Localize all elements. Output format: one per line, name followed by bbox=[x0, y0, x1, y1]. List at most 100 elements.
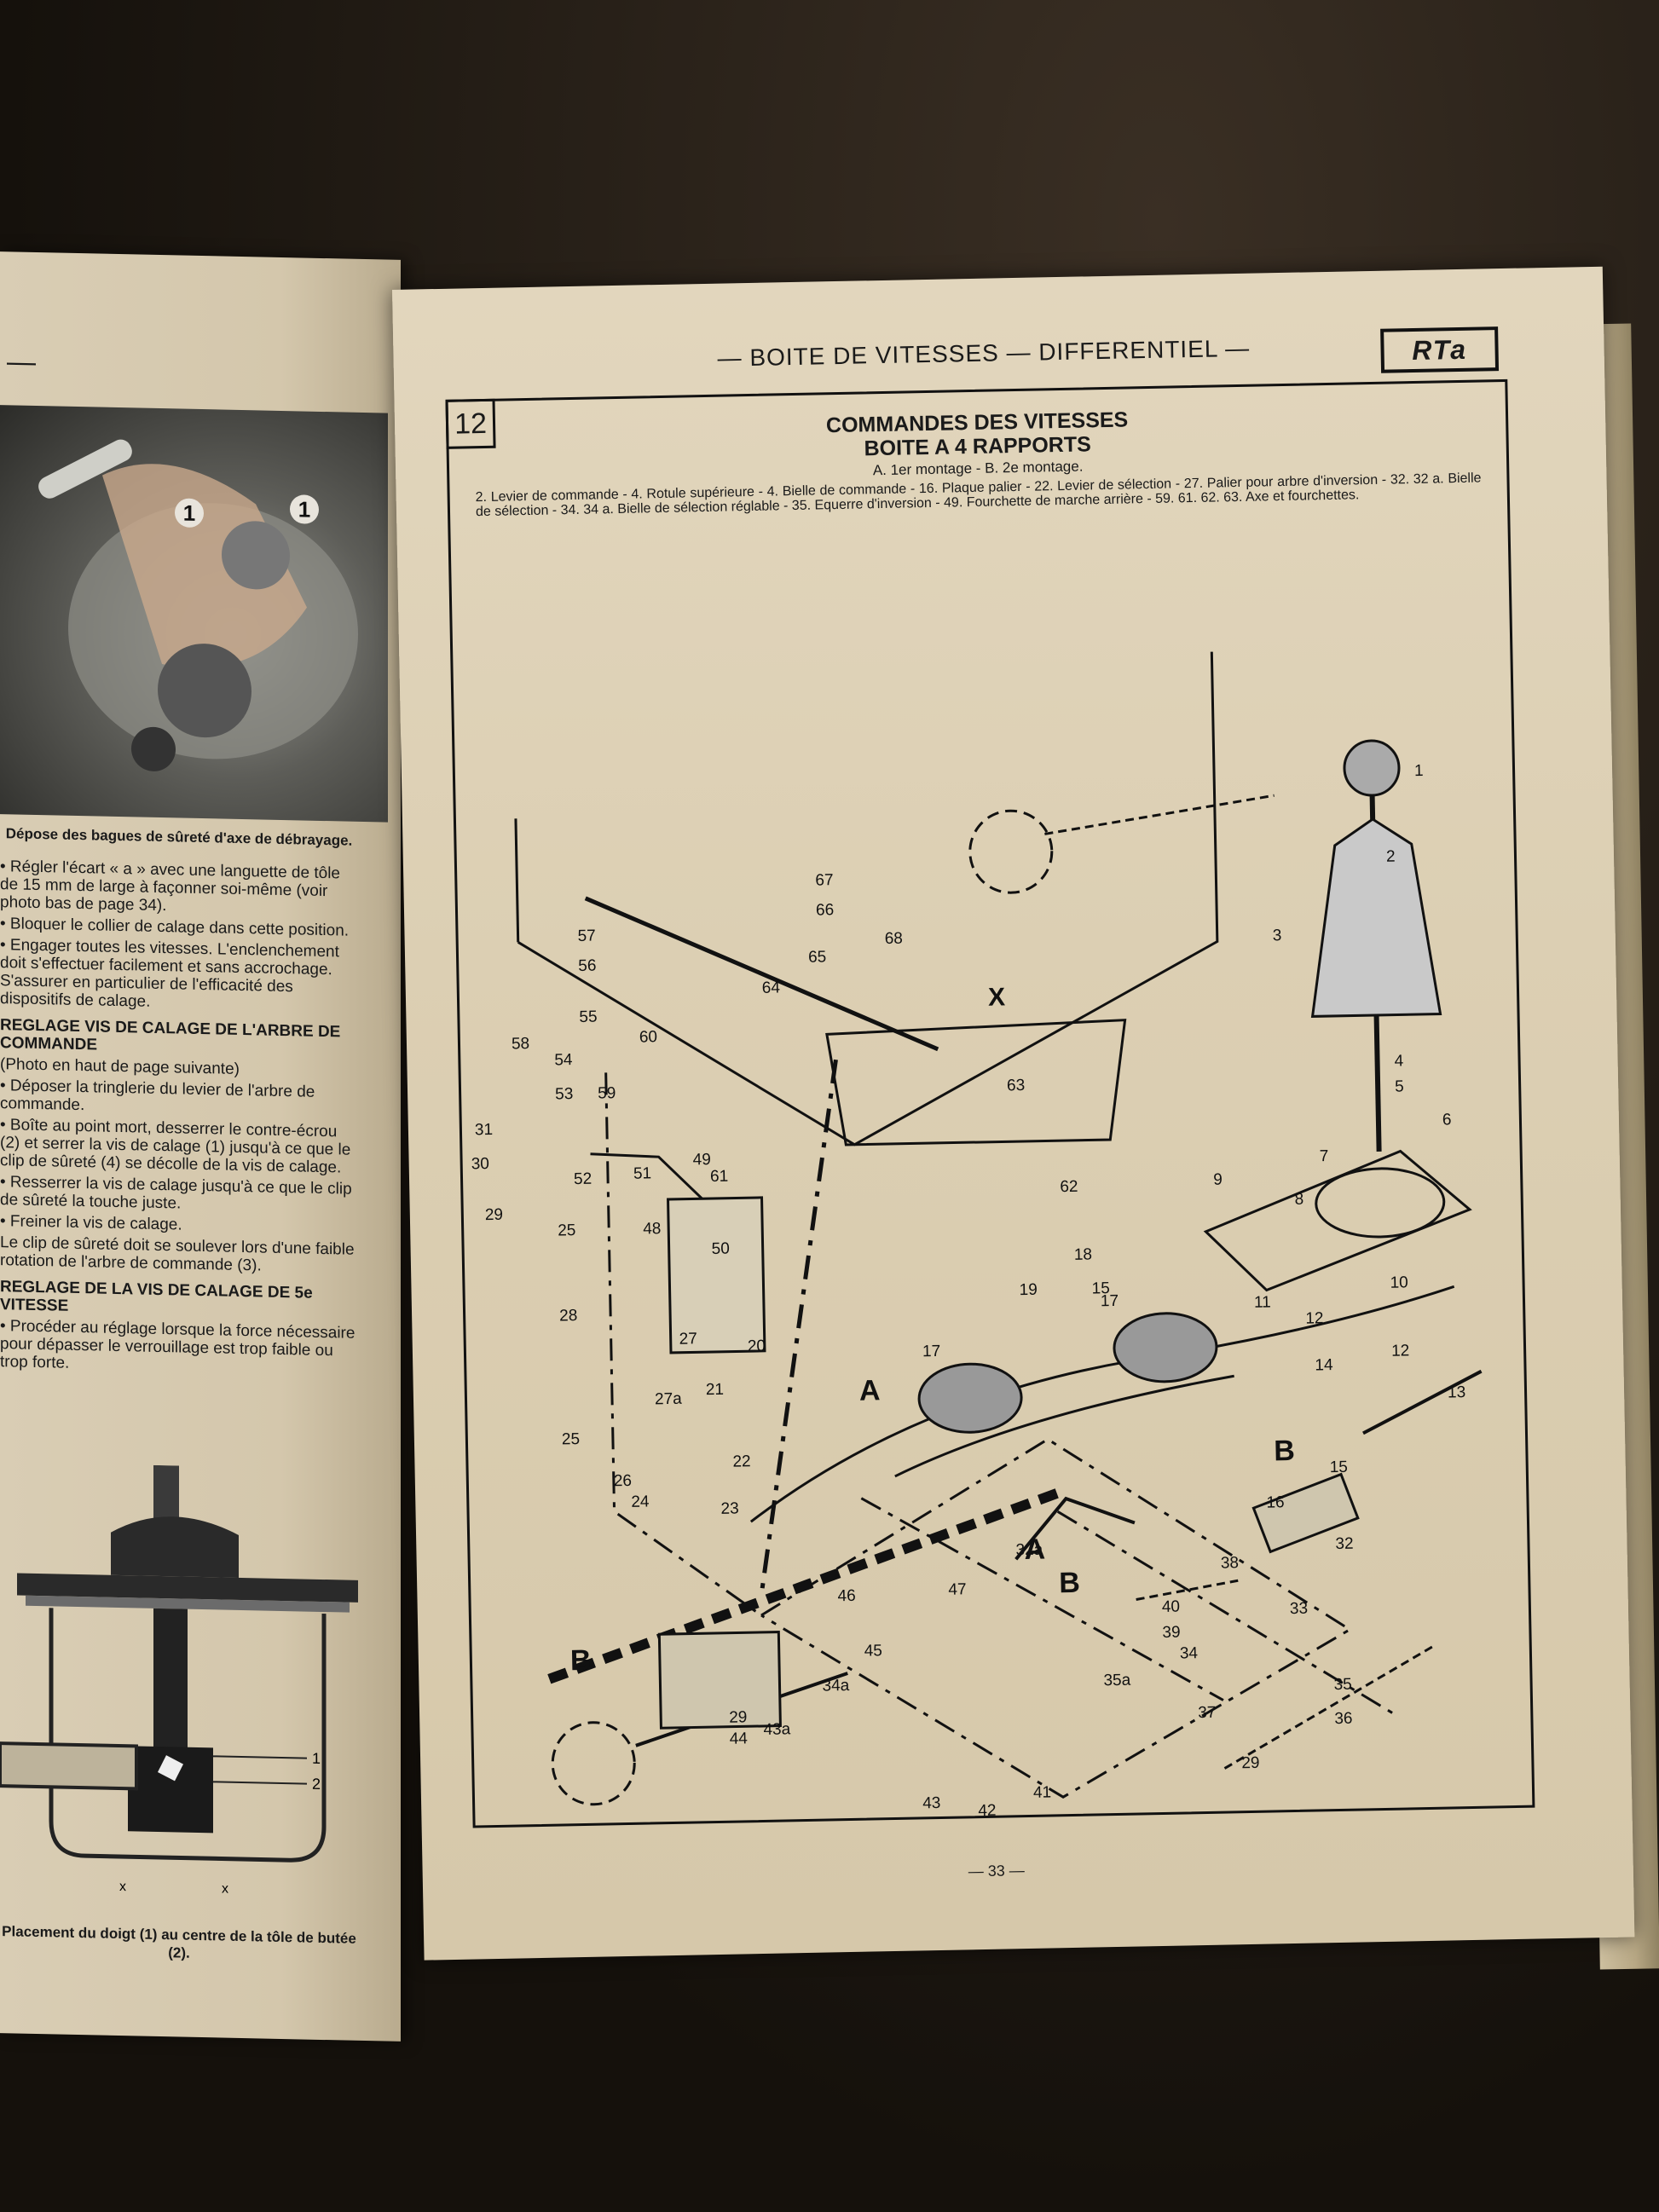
part-label-32: 32 bbox=[1335, 1535, 1354, 1553]
part-label-37: 37 bbox=[1198, 1704, 1217, 1722]
part-label-22: 22 bbox=[732, 1453, 751, 1470]
paragraph-3: • Engager toutes les vitesses. L'enclenc… bbox=[0, 936, 339, 1011]
left-header-dash: — bbox=[7, 345, 36, 378]
part-label-15: 15 bbox=[1330, 1458, 1349, 1476]
part-label-60: 60 bbox=[639, 1028, 658, 1046]
paragraph-1: • Régler l'écart « a » avec une languett… bbox=[0, 858, 340, 915]
part-label-X: X bbox=[663, 1825, 681, 1826]
photo-label-1a: 1 bbox=[175, 498, 204, 528]
part-label-16: 16 bbox=[1266, 1493, 1285, 1511]
photo-caption: Dépose des bagues de sûreté d'axe de déb… bbox=[5, 825, 353, 849]
rta-logo: RTa bbox=[1380, 326, 1500, 373]
part-label-48: 48 bbox=[643, 1220, 662, 1238]
part-label-A: A bbox=[859, 1374, 881, 1406]
part-label-25: 25 bbox=[562, 1430, 581, 1448]
part-label-40: 40 bbox=[1162, 1598, 1181, 1616]
part-label-17: 17 bbox=[1101, 1292, 1119, 1310]
section1-paragraph-1: • Déposer la tringlerie du levier de l'a… bbox=[0, 1077, 315, 1115]
part-label-14: 14 bbox=[1315, 1356, 1333, 1374]
part-label-4: 4 bbox=[1394, 1052, 1403, 1070]
part-label-35a: 35a bbox=[1103, 1672, 1131, 1690]
paragraph-2: • Bloquer le collier de calage dans cett… bbox=[0, 915, 350, 940]
part-label-42: 42 bbox=[978, 1802, 997, 1820]
part-label-29: 29 bbox=[485, 1206, 504, 1224]
part-labels: 1 2 3 4 5 6 7 8 9 10 11 12 12 13 14 15 1… bbox=[471, 762, 1466, 1826]
part-label-32a: 32a bbox=[1015, 1541, 1043, 1560]
left-page: — 1 1 Dépose des bagues de sûreté d'axe … bbox=[0, 251, 401, 2042]
part-label-31: 31 bbox=[475, 1121, 494, 1139]
section1-note: (Photo en haut de page suivante) bbox=[0, 1055, 240, 1078]
part-label-24: 24 bbox=[631, 1493, 650, 1510]
part-label-34a: 34a bbox=[822, 1677, 850, 1695]
part-label-49: 49 bbox=[692, 1151, 711, 1169]
part-label-47: 47 bbox=[948, 1580, 967, 1598]
part-label-20: 20 bbox=[748, 1337, 766, 1355]
part-label-6: 6 bbox=[1442, 1111, 1452, 1129]
part-label-B: B bbox=[1059, 1567, 1080, 1599]
section1-title: REGLAGE VIS DE CALAGE DE L'ARBRE DE COMM… bbox=[0, 1016, 341, 1054]
section2-paragraph-1: • Procéder au réglage lorsque la force n… bbox=[0, 1317, 356, 1372]
part-label-33: 33 bbox=[1290, 1600, 1309, 1618]
part-label-68: 68 bbox=[885, 930, 904, 948]
part-label-38: 38 bbox=[1221, 1554, 1240, 1572]
part-label-50: 50 bbox=[711, 1240, 730, 1258]
part-label-29: 29 bbox=[1241, 1754, 1260, 1772]
part-label-55: 55 bbox=[579, 1008, 598, 1026]
part-label-58: 58 bbox=[512, 1035, 530, 1053]
part-label-18: 18 bbox=[1074, 1245, 1093, 1263]
part-label-17: 17 bbox=[922, 1343, 941, 1360]
part-label-35: 35 bbox=[1333, 1676, 1352, 1694]
section2-title: REGLAGE DE LA VIS DE CALAGE DE 5e VITESS… bbox=[0, 1278, 313, 1315]
part-label-2: 2 bbox=[1386, 848, 1396, 866]
section1-paragraph-5: Le clip de sûreté doit se soulever lors … bbox=[0, 1233, 355, 1275]
part-label-29: 29 bbox=[729, 1708, 748, 1726]
part-label-7: 7 bbox=[1320, 1147, 1329, 1165]
engine-photo: 1 1 bbox=[0, 405, 388, 823]
part-label-51: 51 bbox=[633, 1164, 652, 1182]
part-label-52: 52 bbox=[574, 1170, 592, 1188]
part-label-15: 15 bbox=[1091, 1279, 1110, 1297]
figure-frame: 12 COMMANDES DES VITESSES BOITE A 4 RAPP… bbox=[445, 378, 1535, 1828]
part-label-19: 19 bbox=[1019, 1281, 1038, 1299]
left-body-text: Dépose des bagues de sûreté d'axe de déb… bbox=[0, 824, 358, 1382]
part-label-1: 1 bbox=[1414, 762, 1424, 780]
part-label-28: 28 bbox=[559, 1307, 578, 1325]
part-label-67: 67 bbox=[815, 871, 834, 889]
part-label-61: 61 bbox=[710, 1168, 729, 1186]
part-label-12: 12 bbox=[1305, 1309, 1324, 1327]
part-label-8: 8 bbox=[1294, 1191, 1304, 1209]
part-label-43a: 43a bbox=[763, 1720, 791, 1739]
adjustment-figure: 1 2 x x bbox=[0, 1464, 358, 1897]
part-label-9: 9 bbox=[1213, 1170, 1223, 1188]
part-label-62: 62 bbox=[1060, 1178, 1078, 1196]
part-label-43: 43 bbox=[922, 1794, 941, 1812]
part-label-34: 34 bbox=[1180, 1644, 1199, 1662]
part-label-X: X bbox=[988, 983, 1006, 1011]
part-label-12: 12 bbox=[1391, 1342, 1410, 1360]
part-label-5: 5 bbox=[1395, 1077, 1404, 1095]
page-header: — BOITE DE VITESSES — DIFFERENTIEL — bbox=[717, 334, 1251, 372]
figure-label-x1: x bbox=[119, 1880, 126, 1894]
photo-illustration bbox=[38, 439, 358, 771]
part-label-54: 54 bbox=[554, 1051, 573, 1069]
diagram-outlines bbox=[514, 651, 1483, 1806]
part-label-10: 10 bbox=[1390, 1273, 1408, 1291]
figure-caption: Placement du doigt (1) au centre de la t… bbox=[2, 1923, 356, 1961]
part-label-56: 56 bbox=[578, 957, 597, 975]
part-label-64: 64 bbox=[762, 979, 781, 996]
part-label-21: 21 bbox=[706, 1381, 725, 1399]
part-label-66: 66 bbox=[816, 901, 835, 919]
part-label-23: 23 bbox=[720, 1499, 739, 1517]
part-label-53: 53 bbox=[555, 1085, 574, 1103]
part-label-A: A bbox=[1024, 1533, 1045, 1566]
part-label-27a: 27a bbox=[655, 1390, 683, 1409]
part-label-B: B bbox=[1274, 1435, 1295, 1467]
page-number: — 33 — bbox=[968, 1862, 1025, 1880]
part-label-46: 46 bbox=[837, 1587, 856, 1605]
part-label-36: 36 bbox=[1334, 1710, 1353, 1728]
part-label-13: 13 bbox=[1448, 1383, 1466, 1401]
part-label-57: 57 bbox=[577, 927, 596, 945]
figure-label-2: 2 bbox=[312, 1776, 321, 1793]
part-label-59: 59 bbox=[598, 1084, 616, 1102]
section1-paragraph-2: • Boîte au point mort, desserrer le cont… bbox=[0, 1116, 351, 1177]
